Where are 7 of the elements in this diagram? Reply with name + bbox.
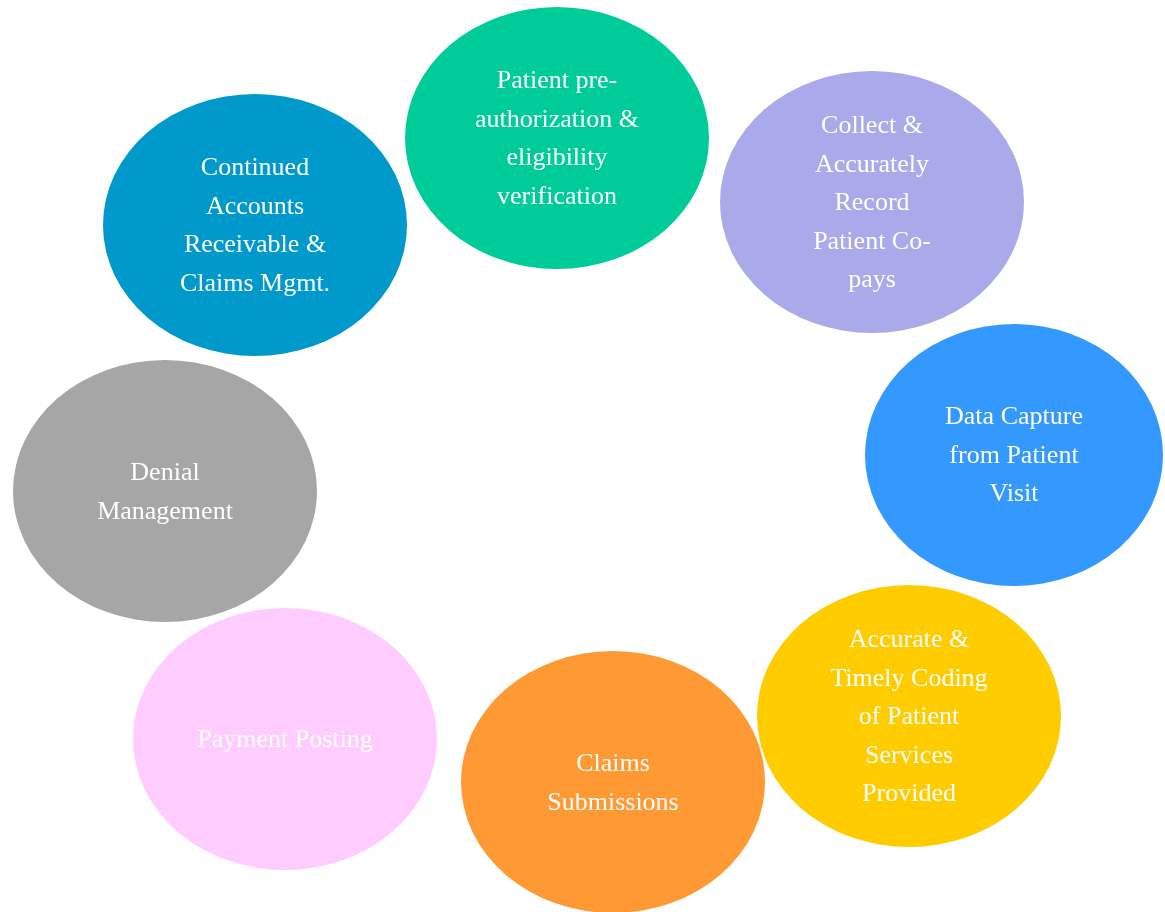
step-label: Claims Submissions [546,746,680,817]
step-label: Collect & Accurately Record Patient Co-pays [812,108,932,295]
step-label: Patient pre-authorization & eligibility verification [474,64,640,212]
step-label: Denial Management [96,455,234,526]
step-label: Data Capture from Patient Visit [944,400,1084,510]
step-label: Accurate & Timely Coding of Patient Services Provided [829,622,989,809]
step-label: Continued Accounts Receivable & Claims Mgmt. [178,151,332,299]
